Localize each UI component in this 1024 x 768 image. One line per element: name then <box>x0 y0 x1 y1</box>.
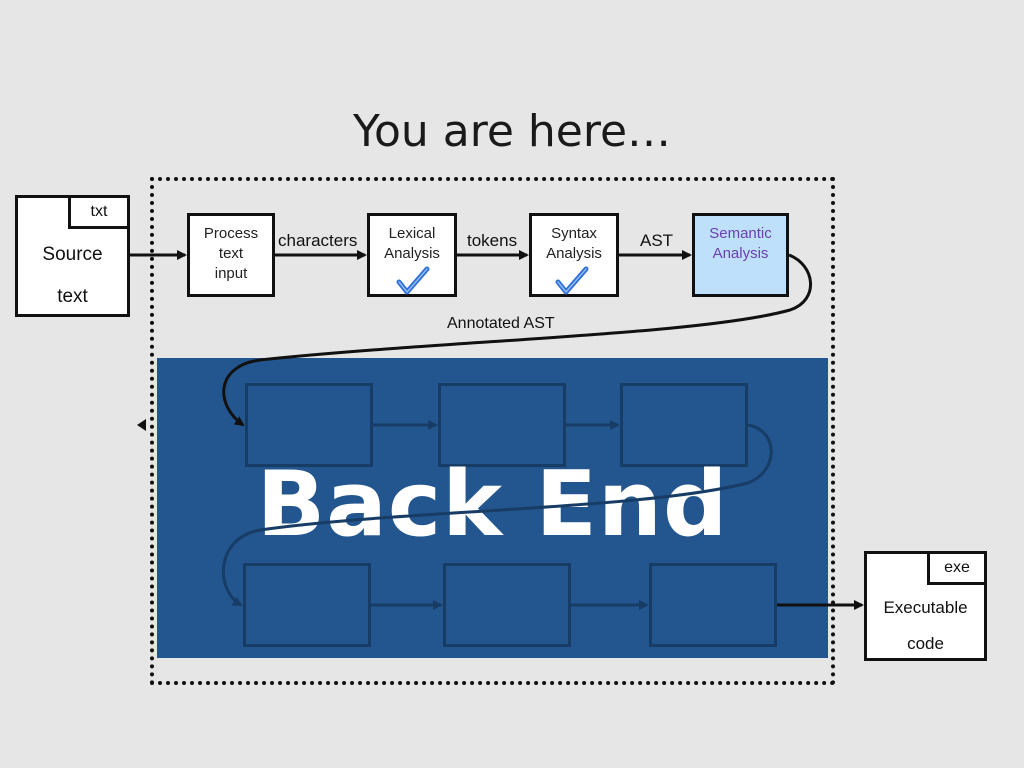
stage-label: Syntax <box>551 225 597 242</box>
edge-label-tokens: tokens <box>467 231 518 250</box>
stage-label: input <box>214 265 248 282</box>
edge-label-ast: AST <box>640 231 674 250</box>
backend-box-4 <box>243 563 371 647</box>
output-file-tab: exe <box>927 551 987 585</box>
stage-label: Analysis <box>384 245 440 262</box>
backend-label: Back End <box>256 452 729 557</box>
page-title: You are here… <box>352 106 672 157</box>
output-file: exe Executable code <box>864 551 987 661</box>
source-file: txt Source text <box>15 195 130 317</box>
edge-label-characters: characters <box>278 231 358 250</box>
output-file-line2: code <box>907 634 944 653</box>
source-file-tab: txt <box>68 195 130 229</box>
stage-label: Analysis <box>712 245 769 262</box>
edge-label-annotated-ast: Annotated AST <box>447 315 555 332</box>
stage-semantic-analysis: Semantic Analysis <box>692 213 789 297</box>
backend-box-5 <box>443 563 571 647</box>
stage-label: Lexical <box>388 225 436 242</box>
source-file-line2: text <box>57 286 88 307</box>
stage-label: Semantic <box>709 225 772 242</box>
checkmark-icon <box>555 266 589 295</box>
output-file-line1: Executable <box>883 598 968 617</box>
backend-box-6 <box>649 563 777 647</box>
stage-process-input: Process text input <box>187 213 275 297</box>
stage-label: Analysis <box>546 245 602 262</box>
source-file-line1: Source <box>42 244 103 265</box>
checkmark-icon <box>396 266 430 295</box>
stage-label: Process <box>203 225 259 242</box>
stage-label: text <box>218 245 244 262</box>
compiler-boundary <box>150 177 835 685</box>
